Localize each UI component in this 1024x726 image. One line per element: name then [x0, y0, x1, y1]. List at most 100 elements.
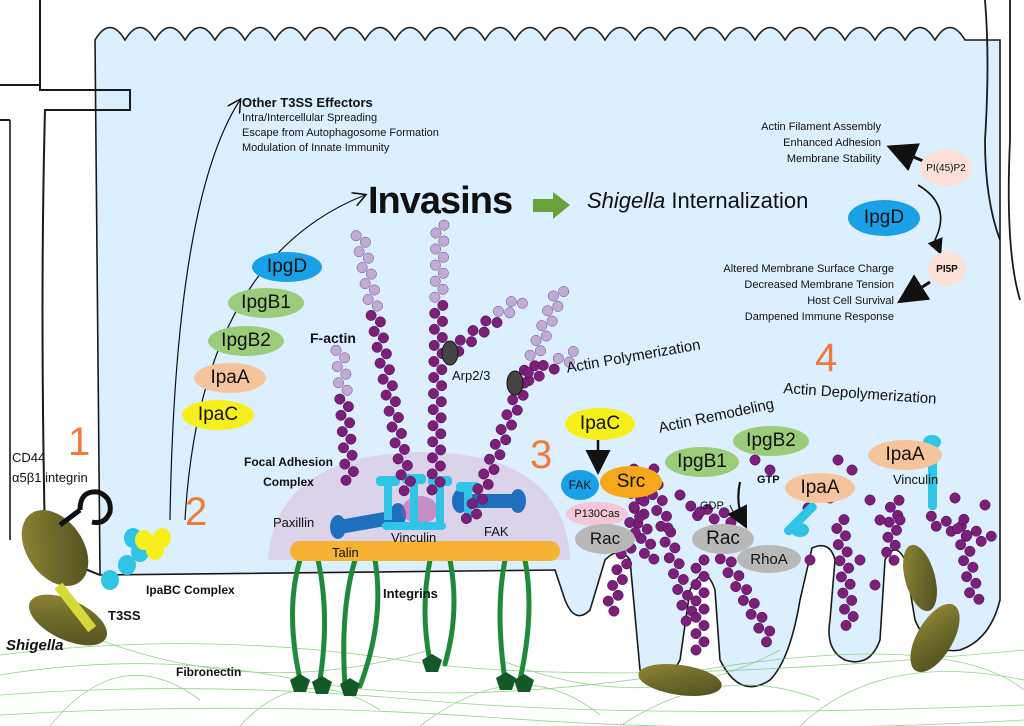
invasins-title: Invasins [368, 180, 513, 222]
talin-label: Talin [332, 545, 359, 560]
actin-bead [336, 426, 348, 438]
actin-bead [524, 349, 536, 361]
actin-bead [522, 366, 534, 378]
actin-bead [536, 320, 548, 332]
effect-surface-charge: Altered Membrane Surface Charge [723, 263, 894, 275]
actin-bead [955, 539, 967, 551]
gdp-label: GDP [700, 500, 724, 512]
actin-bead [429, 275, 441, 287]
actin-bead [488, 464, 500, 475]
rhoa-pill: RhoA [737, 545, 801, 573]
actin-bead [832, 539, 844, 551]
actin-bead [698, 636, 710, 648]
arrow-to-effectors [169, 100, 240, 521]
actin-bead [761, 636, 772, 648]
actin-bead [333, 377, 344, 389]
internalization-text: Internalization [665, 188, 809, 213]
actin-bead [628, 501, 640, 513]
ipgb2-stage3-pill: IpgB2 [733, 426, 809, 456]
actin-bead [748, 597, 760, 609]
actin-bead [398, 443, 410, 455]
actin-bead [847, 611, 859, 622]
actin-bead [964, 545, 976, 557]
actin-bead [478, 468, 490, 480]
actin-bead [436, 332, 448, 343]
shigella-italic: Shigella [587, 188, 666, 213]
actin-bead [427, 404, 439, 416]
actin-bead [389, 437, 401, 449]
actin-bead [428, 323, 440, 335]
actin-bead [342, 401, 354, 413]
fibronectin-label: Fibronectin [176, 665, 242, 679]
actin-bead [427, 436, 439, 448]
actin-bead [694, 506, 706, 518]
actin-bead [377, 332, 389, 344]
actin-bead [466, 498, 478, 510]
actin-bead [708, 513, 720, 525]
actin-bead [338, 442, 349, 454]
stage-number-1: 1 [68, 420, 91, 464]
actin-bead [505, 296, 517, 308]
actin-bead [839, 603, 850, 615]
actin-bead [964, 587, 976, 599]
actin-bead [730, 581, 742, 593]
actin-bead [846, 464, 858, 476]
actin-bead [690, 628, 702, 640]
actin-bead [344, 417, 356, 429]
ipaa-pill: IpaA [194, 363, 266, 393]
cd44-label: CD44 [12, 450, 46, 465]
actin-bead [616, 574, 628, 586]
ipgd-enzyme-pill: IpgD [848, 200, 920, 236]
actin-bead [429, 291, 441, 303]
actin-bead [428, 356, 440, 367]
actin-bead [437, 283, 449, 295]
arp23-complex [441, 340, 524, 396]
actin-bead [428, 339, 440, 351]
actin-bead [680, 615, 692, 627]
effect-membrane-tension: Decreased Membrane Tension [744, 279, 894, 291]
actin-bead [392, 453, 404, 465]
factin-label: F-actin [310, 330, 356, 346]
actin-bead [380, 348, 392, 360]
actin-bead [353, 246, 365, 258]
arp23-label: Arp2/3 [452, 368, 491, 383]
actin-bead [741, 584, 753, 596]
actin-bead [472, 483, 484, 495]
actin-bead [881, 546, 893, 558]
actin-bead [371, 341, 383, 353]
actin-bead [668, 568, 679, 580]
integrin-heads [290, 654, 534, 696]
actin-bead [386, 421, 398, 433]
actin-bead [608, 605, 620, 617]
actin-bead [494, 449, 506, 461]
ipgb2-pill: IpgB2 [208, 326, 284, 356]
actin-bead [837, 587, 849, 599]
actin-bead [530, 335, 542, 346]
actin-bead [495, 424, 507, 435]
actin-bead [374, 357, 386, 369]
actin-bead [493, 305, 504, 317]
actin-bead [698, 570, 710, 582]
actin-bead [841, 546, 853, 558]
actin-bead [371, 300, 383, 312]
actin-filaments [330, 219, 997, 656]
actin-bead [663, 552, 675, 564]
p130cas-pill: P130Cas [566, 502, 628, 526]
actin-bead [429, 307, 441, 319]
actin-bead [548, 363, 560, 375]
actin-bead [537, 359, 549, 371]
actin-bead [682, 589, 693, 601]
shigella-bacteria [21, 510, 960, 696]
actin-bead [831, 523, 843, 534]
actin-bead [476, 493, 488, 505]
actin-bead [673, 558, 685, 570]
actin-bead [395, 469, 407, 481]
actin-bead [340, 474, 352, 486]
actin-bead [437, 315, 448, 327]
actin-bead [843, 562, 855, 574]
actin-bead [846, 594, 858, 606]
actin-bead [690, 595, 702, 607]
internalization-label: Shigella Internalization [587, 188, 808, 214]
actin-bead [854, 554, 866, 566]
actin-bead [602, 595, 614, 607]
